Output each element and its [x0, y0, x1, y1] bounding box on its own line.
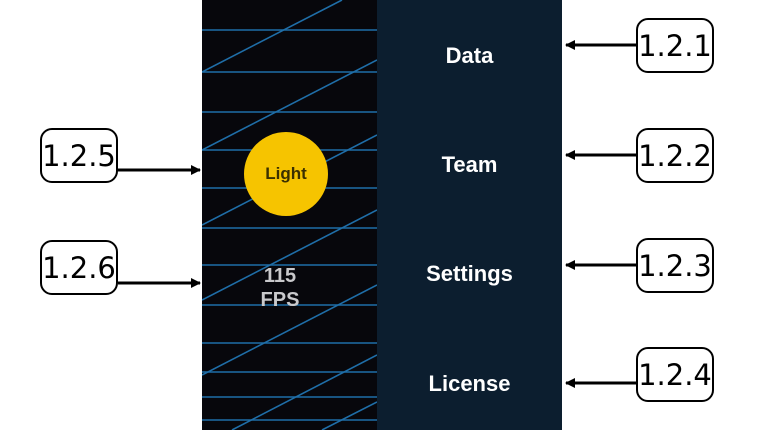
menu-item-team[interactable]: Team: [441, 152, 498, 177]
fps-unit: FPS: [260, 289, 300, 311]
menu-item-settings[interactable]: Settings: [426, 261, 513, 286]
menu-item-data[interactable]: Data: [445, 43, 494, 68]
fps-counter: 115 FPS: [232, 264, 328, 312]
callout-label: 1.2.3: [636, 238, 714, 293]
line-pattern: [202, 0, 377, 430]
callout-label: 1.2.2: [636, 128, 714, 183]
callout-label: 1.2.6: [40, 240, 118, 295]
theme-toggle-button[interactable]: Light: [244, 132, 328, 216]
animated-background-panel: Light 115 FPS: [202, 0, 377, 430]
menu-item-license[interactable]: License: [428, 371, 511, 396]
callout-label: 1.2.5: [40, 128, 118, 183]
navigation-menu: Data Team Settings License: [377, 0, 562, 430]
callout-label: 1.2.1: [636, 18, 714, 73]
callout-label: 1.2.4: [636, 347, 714, 402]
fps-value: 115: [263, 265, 297, 287]
